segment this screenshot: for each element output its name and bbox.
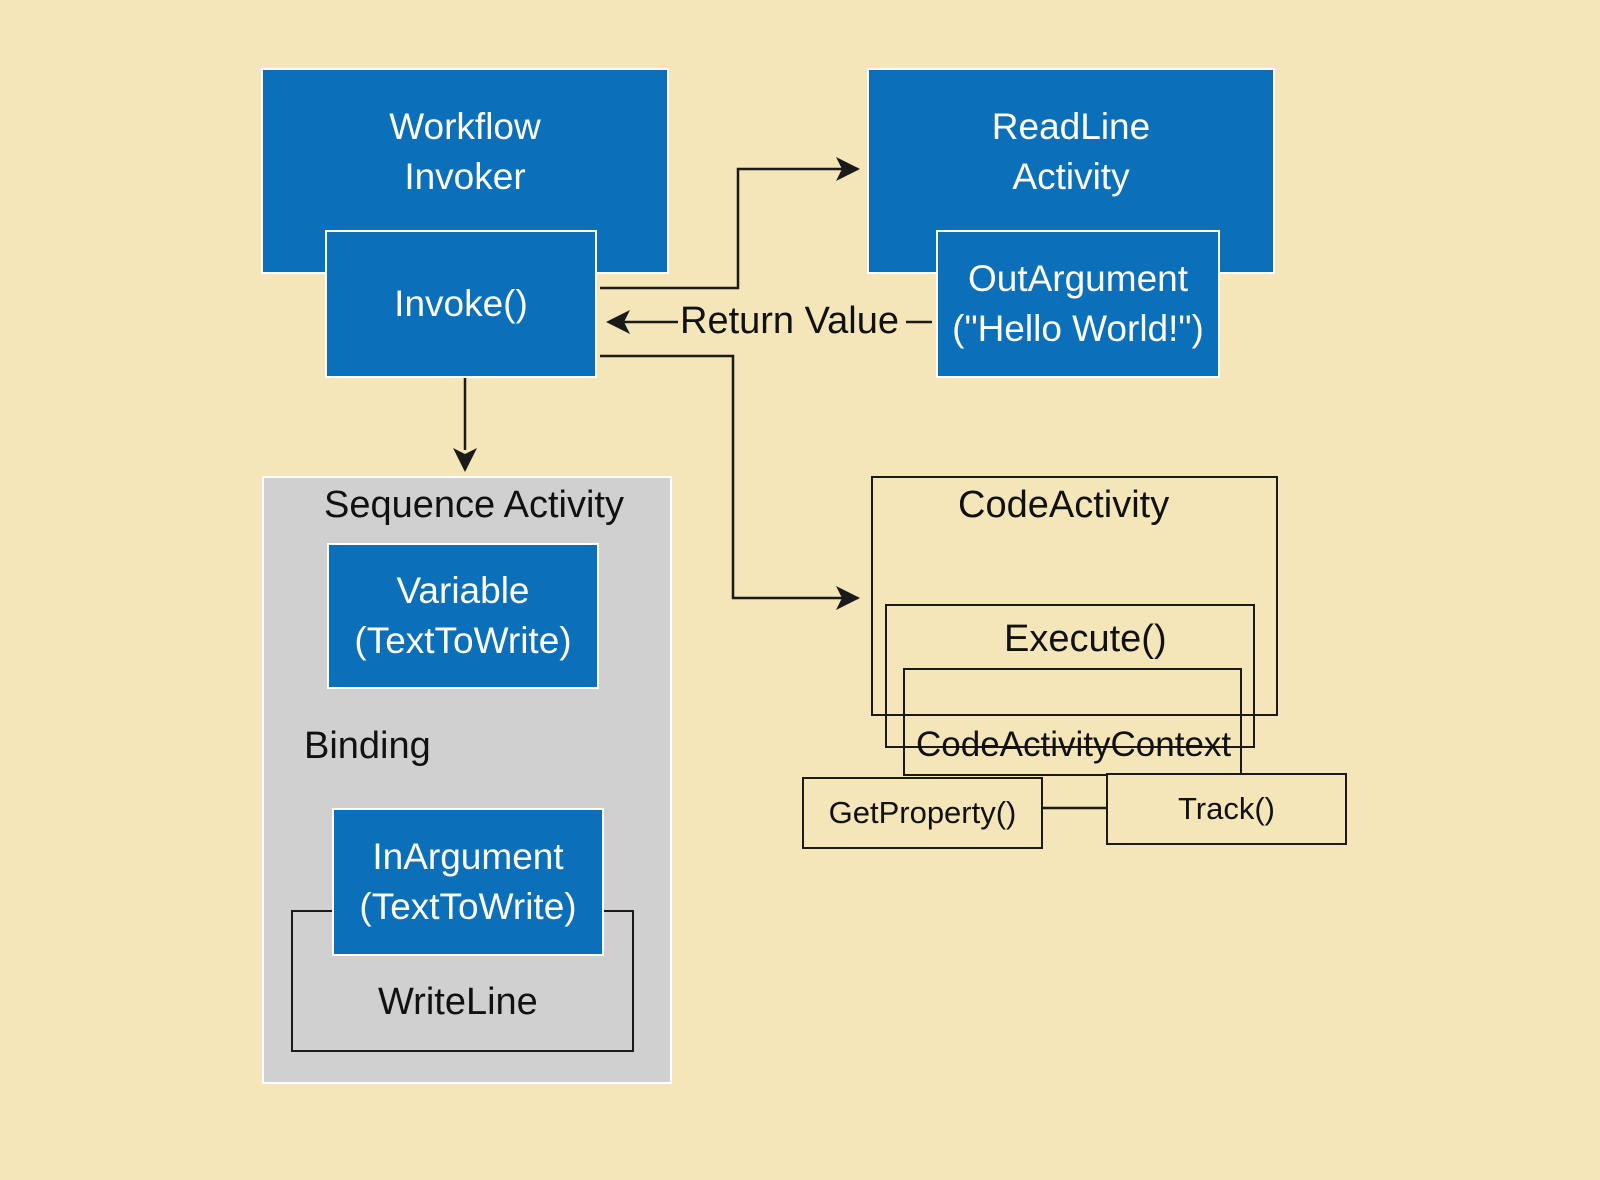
binding-label: Binding — [304, 725, 431, 767]
code-activity-title: CodeActivity — [958, 484, 1170, 526]
in-argument-label-line1: InArgument — [372, 836, 564, 877]
code-activity-box — [871, 476, 1278, 716]
get-property-box[interactable]: GetProperty() — [802, 777, 1043, 849]
get-property-label: GetProperty() — [828, 795, 1017, 830]
return-value-label: Return Value — [680, 300, 899, 342]
track-box[interactable]: Track() — [1106, 773, 1347, 845]
workflow-invoker-label-line1: Workflow — [389, 106, 541, 147]
readline-activity-label-line2: Activity — [1012, 156, 1130, 197]
in-argument-box: InArgument (TextToWrite) — [332, 808, 604, 956]
invoke-to-readline-arrow — [600, 167, 858, 290]
code-activity-context-box — [903, 668, 1242, 776]
variable-box: Variable (TextToWrite) — [327, 543, 599, 689]
sequence-activity-title: Sequence Activity — [324, 484, 624, 526]
code-activity-context-label: CodeActivityContext — [916, 725, 1232, 764]
track-label: Track() — [1178, 791, 1275, 826]
variable-label-line1: Variable — [396, 570, 530, 611]
out-argument-label-line1: OutArgument — [967, 258, 1189, 299]
readline-activity-label-line1: ReadLine — [991, 106, 1151, 147]
out-argument-label-line2: ("Hello World!") — [952, 308, 1204, 349]
execute-box — [885, 604, 1255, 748]
execute-label: Execute() — [1004, 618, 1167, 660]
variable-label-line2: (TextToWrite) — [354, 620, 572, 661]
writeline-label: WriteLine — [378, 981, 538, 1023]
in-argument-label-line2: (TextToWrite) — [359, 886, 577, 927]
invoke-box: Invoke() — [325, 230, 597, 378]
invoke-to-codeactivity-arrow — [600, 354, 858, 600]
out-argument-box: OutArgument ("Hello World!") — [936, 230, 1220, 378]
invoke-label: Invoke() — [394, 283, 528, 324]
workflow-invoker-label-line2: Invoker — [404, 156, 526, 197]
